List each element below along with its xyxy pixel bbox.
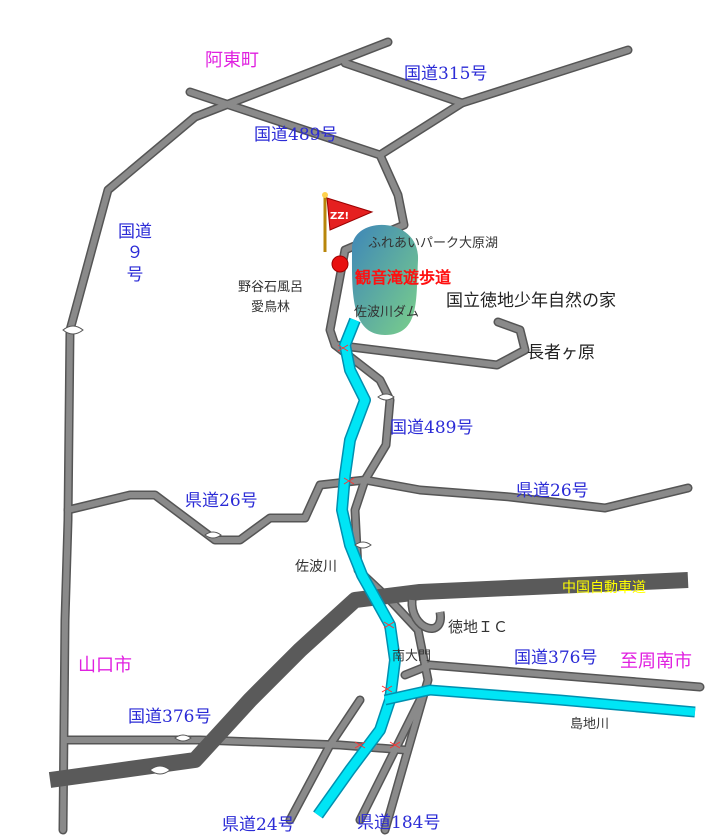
- river-shimaji: [383, 684, 696, 718]
- road-376-east-label: 国道376号: [514, 648, 598, 668]
- to-shunan-label: 至周南市: [620, 651, 692, 672]
- expressway-label: 中国自動車道: [562, 580, 646, 596]
- dam-label: 佐波川ダム: [354, 305, 420, 320]
- pref-26-west-label: 県道26号: [185, 491, 258, 511]
- pref-184-label: 県道184号: [357, 813, 441, 833]
- town-atou-label: 阿東町: [205, 50, 259, 71]
- road-9-label: 国道 ９ 号: [118, 222, 152, 285]
- bridge-marks: [337, 344, 401, 749]
- road-489-mid-label: 国道489号: [390, 418, 474, 438]
- road-315-label: 国道315号: [404, 64, 488, 84]
- road-pref-26: [63, 475, 693, 545]
- lake-ohara: [351, 224, 419, 335]
- location-pin-icon: [331, 255, 349, 273]
- sabagawa-label: 佐波川: [295, 559, 337, 575]
- road-489-north-label: 国道489号: [254, 125, 338, 145]
- city-yamaguchi-label: 山口市: [78, 655, 132, 676]
- chojagahara-label: 長者ヶ原: [527, 343, 595, 363]
- noya-label: 野谷石風呂 愛鳥林: [238, 280, 304, 315]
- tokuji-ic-label: 徳地ＩＣ: [448, 618, 509, 636]
- expressway-chugoku: [48, 572, 689, 788]
- pref-24-label: 県道24号: [222, 815, 295, 835]
- flag-icon: ZZ!: [322, 192, 374, 252]
- lake-label: ふれあいパーク大原湖: [368, 236, 499, 251]
- pref-26-east-label: 県道26号: [516, 481, 589, 501]
- road-break-marks: [62, 325, 395, 775]
- flag-text: ZZ!: [330, 211, 349, 222]
- kannon-trail-label: 観音滝遊歩道: [355, 268, 452, 287]
- nandaimon-label: 南大門: [392, 649, 432, 664]
- river-saba: [313, 317, 401, 819]
- nature-house-label: 国立徳地少年自然の家: [446, 291, 616, 311]
- road-376-west-label: 国道376号: [128, 707, 212, 727]
- shimajigawa-label: 島地川: [570, 717, 610, 732]
- road-national-9: [58, 37, 393, 835]
